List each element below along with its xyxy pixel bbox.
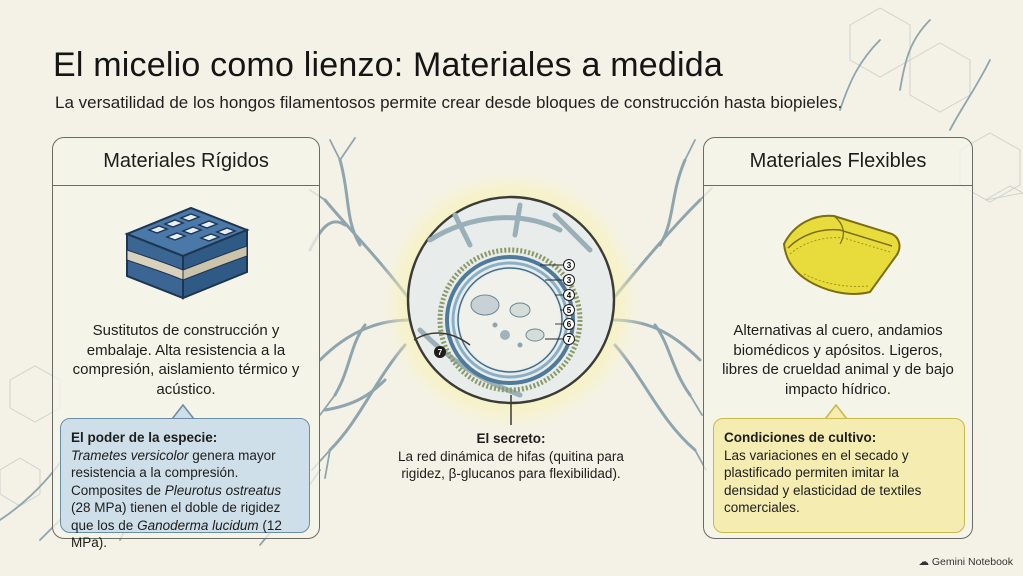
brand-text: Gemini Notebook [931, 556, 1013, 568]
label-marker-4 [563, 304, 575, 316]
species-callout-title: El poder de la especie: [71, 430, 218, 445]
label-marker-6 [563, 333, 575, 345]
caption-title: El secreto: [476, 431, 546, 446]
caption-text: La red dinámica de hifas (quitina para r… [398, 448, 624, 482]
hyphae-network-caption: El secreto: La red dinámica de hifas (qu… [395, 430, 627, 483]
label-marker-1 [563, 259, 575, 271]
flexible-materials-heading: Materiales Flexibles [704, 138, 972, 186]
leather-icon [782, 214, 901, 295]
cultivation-conditions-callout: Condiciones de cultivo: Las variaciones … [713, 418, 965, 533]
label-number-5: 6 [567, 320, 572, 329]
label-marker-5 [563, 318, 575, 330]
label-marker-3 [563, 289, 575, 301]
page-title: El micelio como lienzo: Materiales a med… [53, 46, 723, 84]
brand-label: ☁ Gemini Notebook [918, 556, 1013, 568]
label-number-1: 3 [567, 261, 572, 270]
species-power-callout: El poder de la especie: Trametes versico… [60, 418, 310, 550]
rigid-materials-heading: Materiales Rígidos [53, 138, 319, 186]
brick-icon [124, 206, 250, 300]
cultivation-callout-title: Condiciones de cultivo: [724, 430, 877, 445]
page-subtitle: La versatilidad de los hongos filamentos… [55, 93, 843, 112]
cultivation-callout-text: Las variaciones en el secado y plastific… [724, 447, 922, 516]
brand-icon: ☁ [918, 556, 929, 568]
label-number-3: 4 [567, 291, 572, 300]
flexible-materials-description: Alternativas al cuero, andamios biomédic… [722, 322, 954, 398]
label-marker-2 [563, 274, 575, 286]
label-number-2: 3 [567, 276, 572, 285]
label-number-4: 5 [567, 306, 572, 315]
species-callout-text: Trametes versicolor genera mayor resiste… [71, 447, 282, 551]
label-number-6: 7 [567, 335, 572, 344]
rigid-materials-description: Sustitutos de construcción y embalaje. A… [72, 322, 300, 398]
label-marker-left [434, 346, 446, 358]
label-number-left: 7 [438, 348, 443, 357]
